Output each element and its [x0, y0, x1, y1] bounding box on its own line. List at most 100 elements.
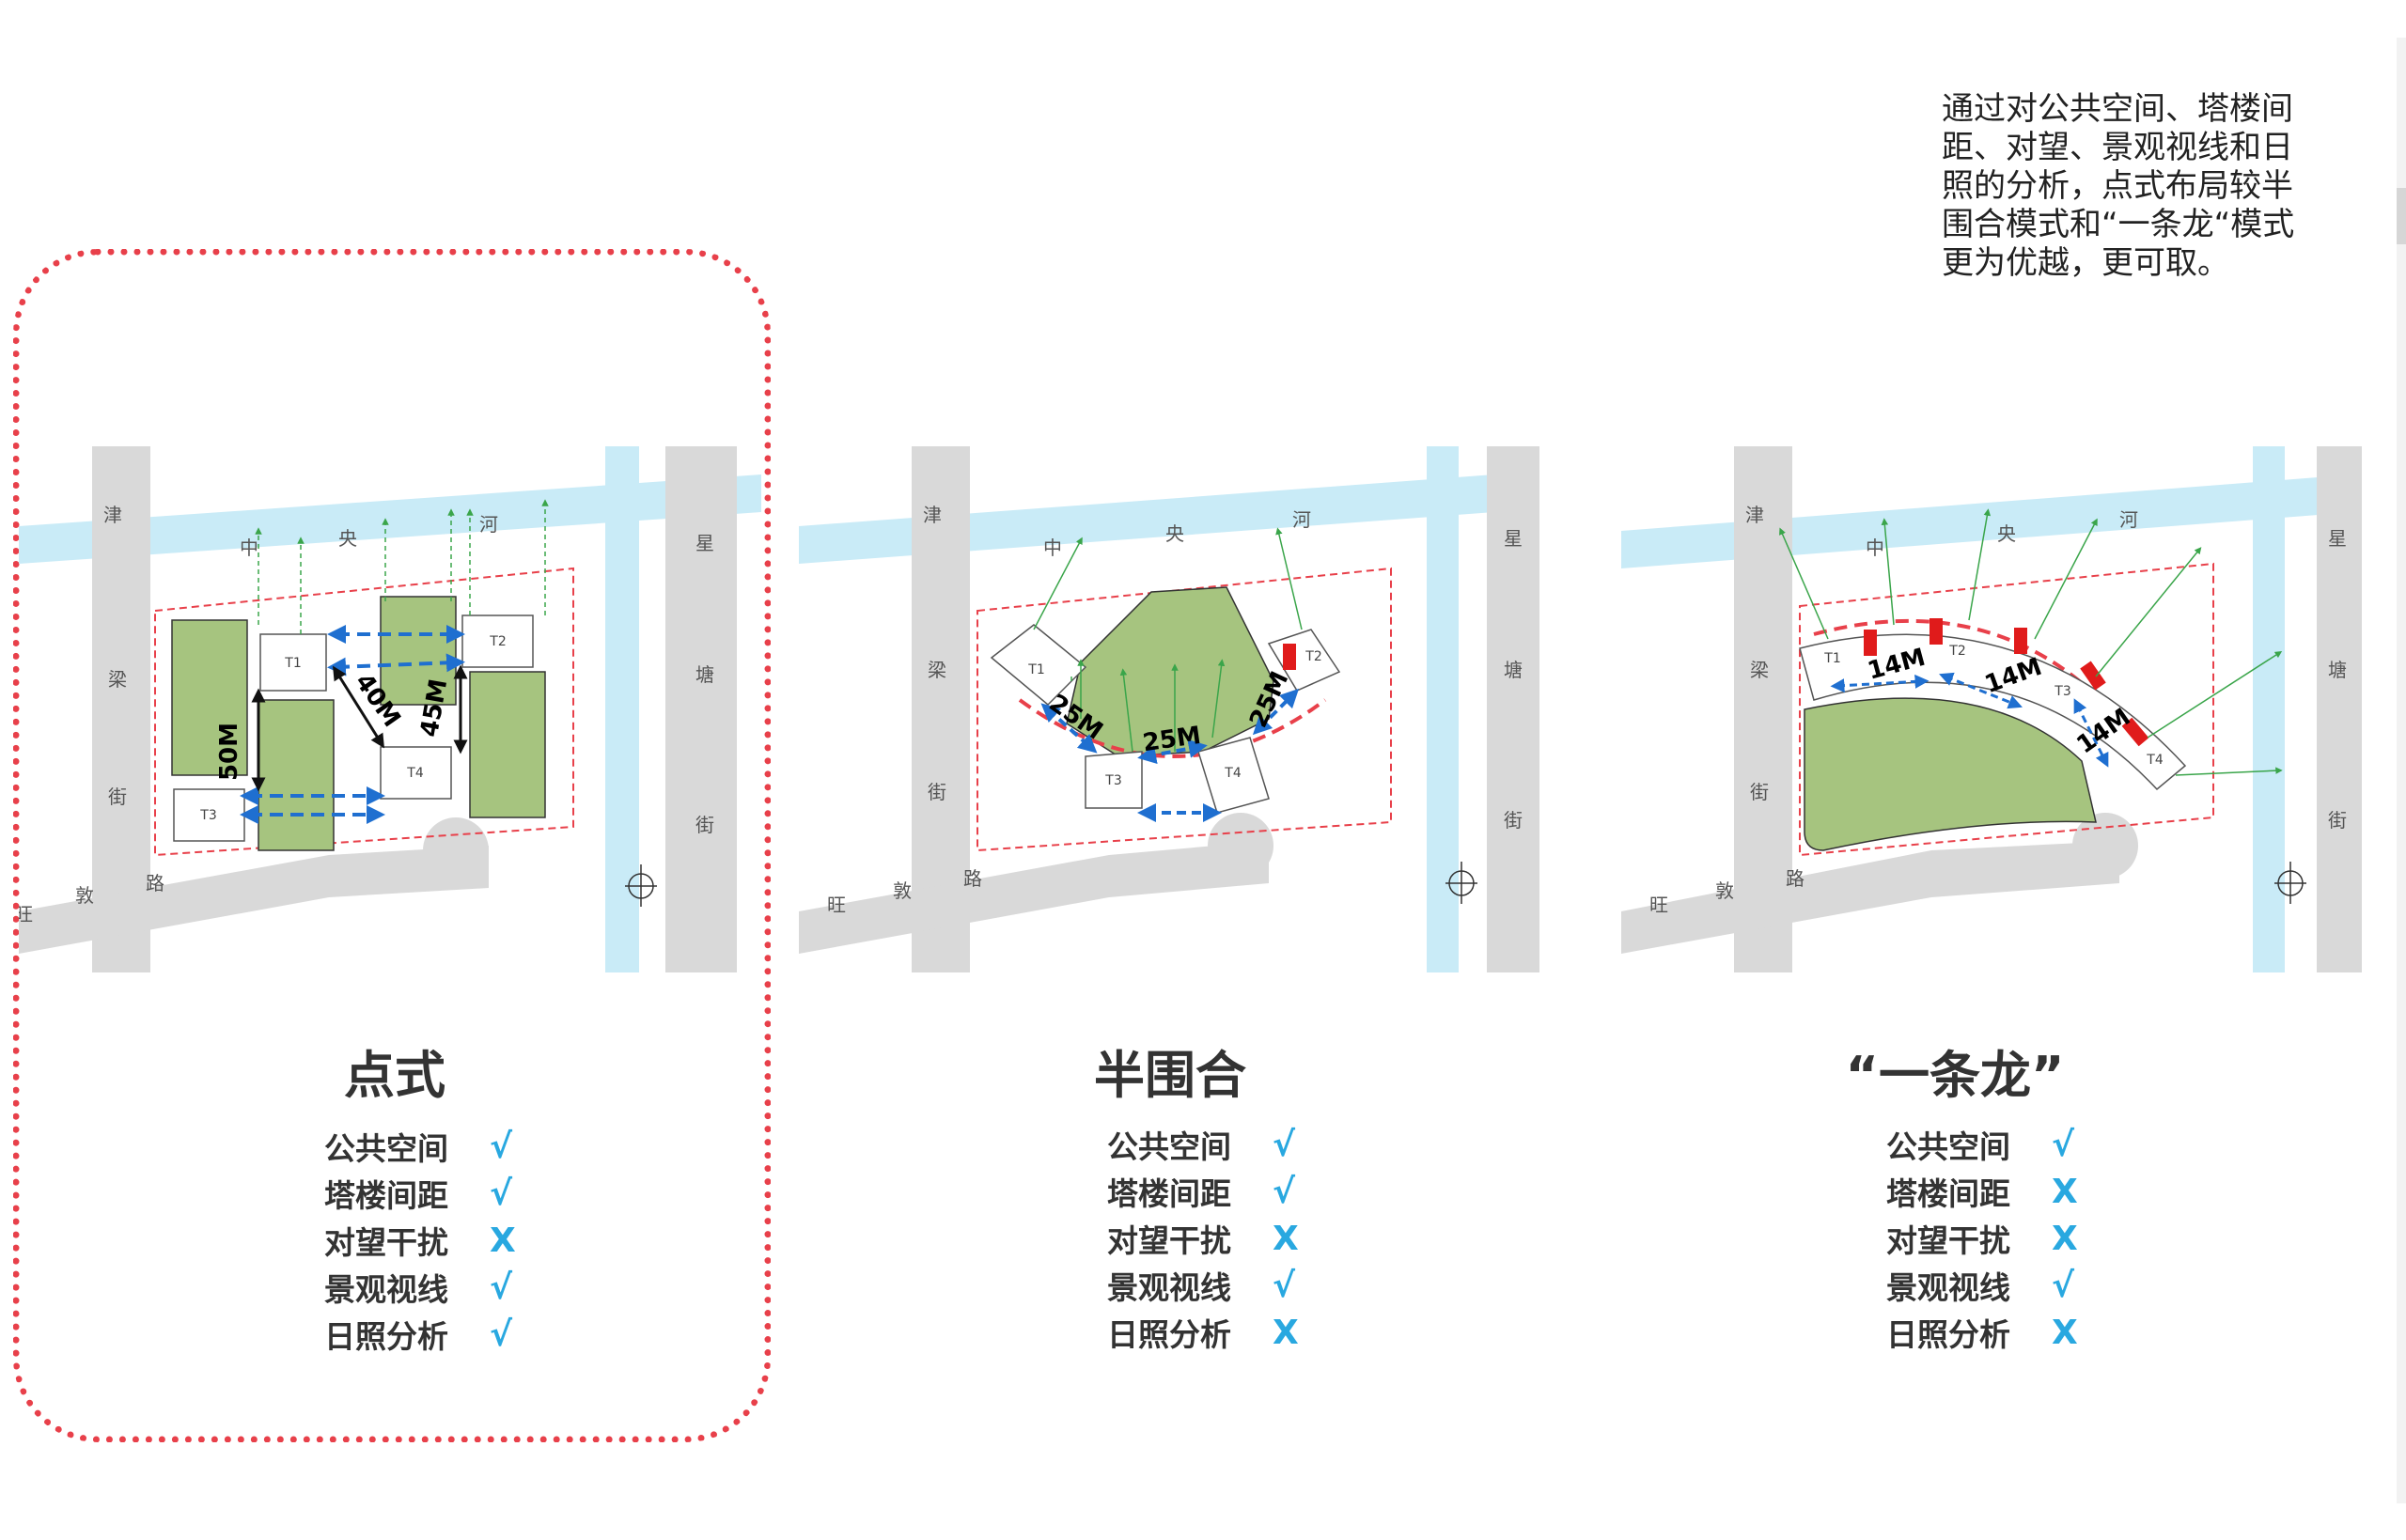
south-road-label-2: 敦	[75, 884, 94, 907]
criterion-row: 景观视线 √	[1107, 1262, 1351, 1309]
criterion-mark: √	[490, 1174, 513, 1213]
criterion-row: 日照分析√	[324, 1311, 569, 1358]
tower-t2-label: T2	[1948, 644, 1965, 659]
west-street-label-2: 梁	[108, 668, 127, 691]
tower-t1-label: T1	[1823, 651, 1840, 666]
river-label-2: 央	[1165, 522, 1184, 545]
south-road-label-1: 旺	[1649, 894, 1668, 916]
tower-t4-label: T4	[2146, 753, 2164, 768]
conclusion-note: 通过对公共空间、塔楼间距、对望、景观视线和日照的分析，点式布局较半围合模式和“一…	[1942, 90, 2295, 282]
layout-title-continuous: “一条龙”	[1845, 1046, 2065, 1105]
west-street-label-3: 街	[108, 786, 127, 808]
criterion-label: 景观视线	[1107, 1269, 1231, 1306]
criterion-mark: √	[490, 1127, 513, 1166]
tower-t1-label: T1	[284, 656, 301, 671]
criterion-mark: X	[2052, 1172, 2078, 1211]
east-street-label-2: 塘	[695, 663, 714, 686]
criterion-row: 景观视线√	[1886, 1262, 2131, 1309]
tower-t1	[990, 624, 1087, 707]
view-lines	[255, 499, 549, 634]
spacing-arrows	[251, 664, 468, 792]
layout-title-point: 点式	[344, 1046, 445, 1105]
east-street-road	[1487, 446, 1539, 972]
distance-50m: 50M	[215, 723, 243, 781]
criterion-label: 景观视线	[1886, 1269, 2010, 1306]
east-canal	[1427, 446, 1459, 972]
tower-t4-label: T4	[1224, 766, 1242, 781]
criterion-label: 景观视线	[324, 1271, 448, 1308]
site-plan-semi-enclosed-svg: T1 T2 T3 T4 25M 25M 25M 中 央 河 津 梁 街 星 塘 …	[799, 446, 1539, 972]
cul-de-sac	[423, 817, 489, 883]
south-road-label-2: 敦	[893, 879, 912, 902]
site-plan-continuous-layout: T1 T2 T3 T4 14M 14M 14M 中 央 河 津 梁 街 星 塘 …	[1621, 437, 2364, 972]
tower-t3-label: T3	[199, 808, 216, 823]
facing-arrows	[1830, 672, 2109, 768]
west-street-label-1: 津	[1745, 504, 1764, 526]
criterion-mark: X	[1273, 1313, 1299, 1352]
river	[799, 474, 1494, 564]
south-road	[19, 846, 489, 954]
river-label-3: 河	[479, 513, 498, 536]
east-street-label-1: 星	[695, 532, 714, 554]
green-space	[469, 671, 546, 818]
site-plan-point-layout: T1 T2 T3 T4 50M 40M 45M 中 央 河 津 梁	[19, 437, 761, 972]
view-lines	[1779, 508, 2283, 776]
site-plan-continuous-svg: T1 T2 T3 T4 14M 14M 14M 中 央 河 津 梁 街 星 塘 …	[1621, 446, 2362, 972]
cul-de-sac	[1208, 813, 1273, 879]
north-arrow-icon	[625, 864, 657, 907]
tower-t1-label: T1	[1027, 662, 1044, 677]
west-street-label-3: 街	[1750, 781, 1769, 803]
tower-t4-label: T4	[406, 766, 424, 781]
tower-t3-label: T3	[2054, 684, 2070, 699]
east-street-label-1: 星	[1504, 527, 1523, 550]
south-road-label-1: 旺	[827, 894, 846, 916]
river-label-1: 中	[240, 537, 258, 559]
criterion-mark: √	[2052, 1125, 2075, 1164]
tower-conflict-markers	[1864, 618, 2149, 747]
south-road-label-3: 路	[146, 872, 164, 894]
criterion-label: 公共空间	[1107, 1128, 1231, 1165]
criterion-mark: √	[490, 1268, 513, 1307]
river-label-2: 央	[1997, 522, 2016, 545]
west-street-label-3: 街	[928, 781, 946, 803]
criterion-row: 景观视线 √	[324, 1264, 569, 1311]
site-boundary	[1799, 562, 2214, 857]
criterion-row: 塔楼间距√	[1107, 1168, 1351, 1215]
south-road	[799, 841, 1269, 954]
site-plan-semi-enclosed-layout: T1 T2 T3 T4 25M 25M 25M 中 央 河 津 梁 街 星 塘 …	[799, 437, 1541, 972]
criterion-mark: √	[1273, 1266, 1296, 1305]
scrollbar-thumb[interactable]	[2397, 188, 2406, 244]
tower-t2-label: T2	[1305, 649, 1321, 664]
scrollbar-track[interactable]	[2397, 38, 2406, 1503]
criterion-row: 公共空间√	[1107, 1121, 1351, 1168]
south-road-label-3: 路	[963, 867, 982, 890]
west-street-label-1: 津	[923, 504, 942, 526]
criterion-label: 公共空间	[324, 1130, 448, 1167]
facing-arrows	[240, 625, 465, 824]
east-canal	[605, 446, 639, 972]
tower-conflict-marker	[1283, 644, 1296, 670]
criterion-label: 对望干扰	[1107, 1222, 1231, 1259]
criterion-mark: X	[2052, 1219, 2078, 1258]
site-boundary	[154, 567, 574, 857]
east-canal	[2253, 446, 2285, 972]
site-boundary	[976, 567, 1392, 852]
green-space	[1804, 697, 2097, 851]
river-label-3: 河	[2119, 508, 2138, 531]
east-street-label-3: 街	[695, 814, 714, 836]
cul-de-sac	[2072, 813, 2138, 879]
tower-t4	[1197, 737, 1270, 814]
west-street-label-2: 梁	[1750, 659, 1769, 681]
criterion-mark: √	[1273, 1172, 1296, 1211]
site-plan-point-svg: T1 T2 T3 T4 50M 40M 45M 中 央 河 津 梁	[19, 446, 761, 972]
north-arrow-icon	[1445, 862, 1477, 904]
tower-t3	[173, 788, 245, 842]
green-space	[171, 619, 248, 776]
south-road-label-3: 路	[1786, 867, 1804, 890]
criterion-label: 塔楼间距	[324, 1177, 448, 1214]
